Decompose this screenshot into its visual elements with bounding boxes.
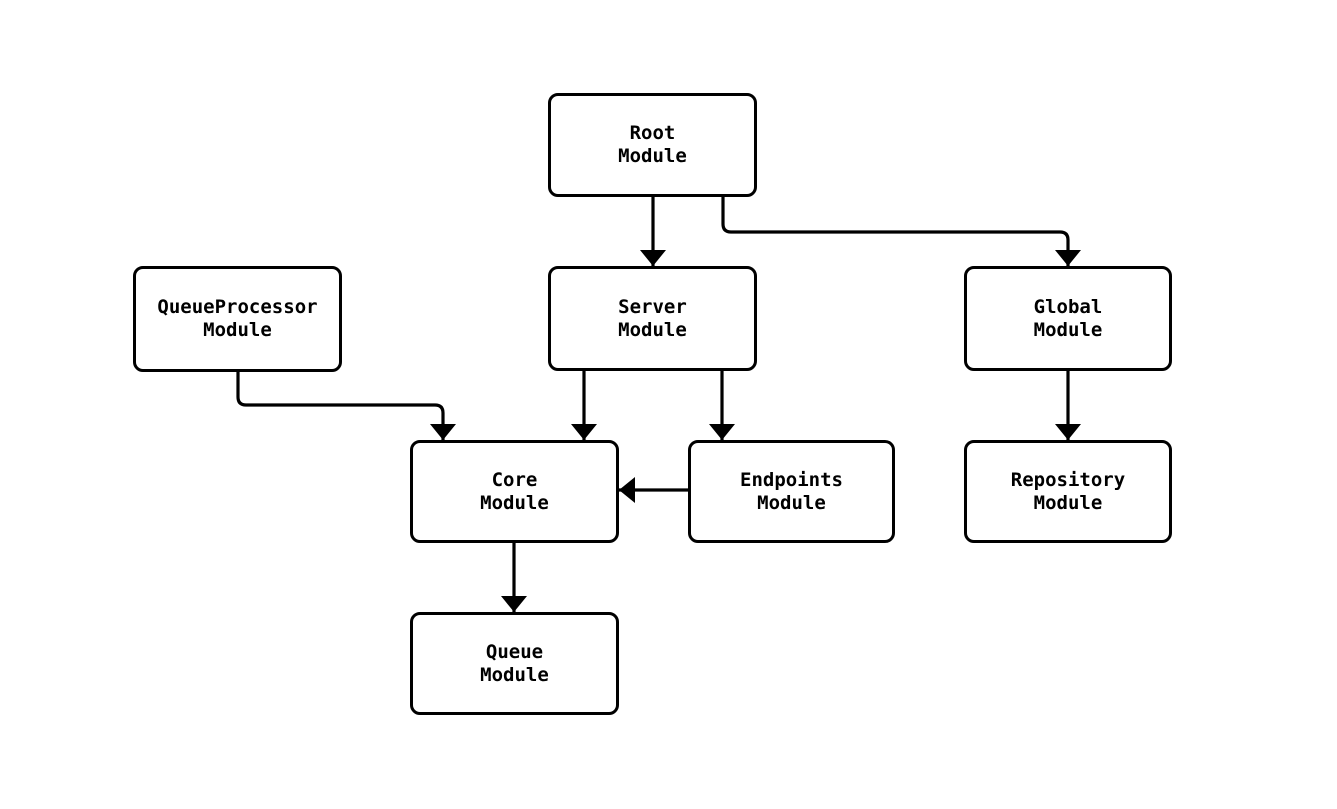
node-label-global: Global Module xyxy=(1033,295,1103,341)
node-core-module: Core Module xyxy=(410,440,619,543)
node-endpoints-module: Endpoints Module xyxy=(688,440,895,543)
node-label-root: Root Module xyxy=(618,122,687,167)
arrowhead-root-to-global xyxy=(1055,250,1081,266)
node-label-endpoints: Endpoints Module xyxy=(740,468,843,514)
node-global-module: Global Module xyxy=(964,266,1172,371)
node-queueprocessor-module: QueueProcessor Module xyxy=(133,266,342,372)
arrowhead-server-to-endpoints xyxy=(709,424,735,440)
arrowhead-root-to-server xyxy=(640,250,666,266)
node-queue-module: Queue Module xyxy=(410,612,619,715)
arrowhead-endpoints-to-core xyxy=(619,477,635,503)
node-label-repository: Repository Module xyxy=(1010,468,1126,514)
node-server-module: Server Module xyxy=(548,266,757,371)
arrowhead-core-to-queue xyxy=(501,596,527,612)
node-root-module: Root Module xyxy=(548,93,757,197)
edge-root-to-global xyxy=(721,197,1070,266)
node-repository-module: Repository Module xyxy=(964,440,1172,543)
node-label-server: Server Module xyxy=(618,295,687,341)
arrowhead-global-to-repository xyxy=(1055,424,1081,440)
node-label-queueprocessor: QueueProcessor Module xyxy=(157,296,318,341)
node-label-core: Core Module xyxy=(480,468,549,514)
arrowhead-server-to-core xyxy=(571,424,597,440)
edge-queueprocessor-to-core xyxy=(236,372,445,440)
node-label-queue: Queue Module xyxy=(480,640,549,686)
arrowhead-queueprocessor-to-core xyxy=(430,424,456,440)
